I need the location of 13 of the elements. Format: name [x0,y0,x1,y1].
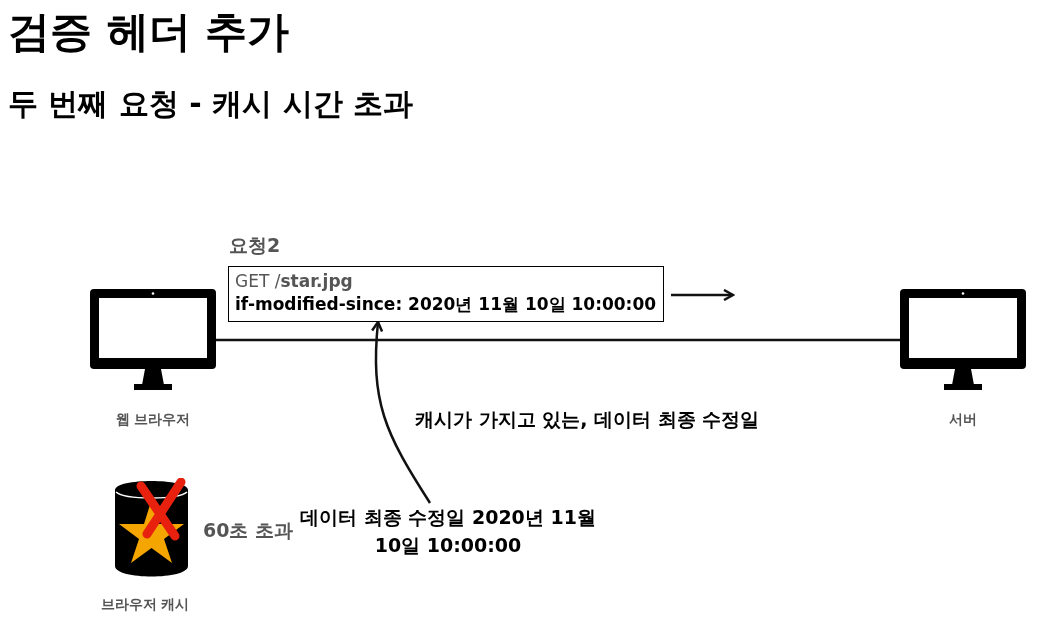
cache-label: 브라우저 캐시 [99,596,191,614]
request-header: if-modified-since: 2020년 11월 10일 10:00:00 [235,293,657,316]
note-text: 캐시가 가지고 있는, 데이터 최종 수정일 [415,407,760,432]
device-label: 서버 [948,411,978,429]
slide-title: 검증 헤더 추가 [8,6,290,58]
side-label: 요청2 [229,233,281,258]
annotation-text: 데이터 최종 수정일 2020년 11월 10일 10:00:00 [300,505,596,558]
slide-subtitle: 두 번째 요청 - 캐시 시간 초과 [8,85,414,123]
device-label: 웹 브라우저 [114,411,192,429]
connection-line [216,338,900,342]
side-label: 60초 초과 [203,518,294,543]
request-line: GET /star.jpg [235,270,354,293]
arrow [371,320,432,504]
